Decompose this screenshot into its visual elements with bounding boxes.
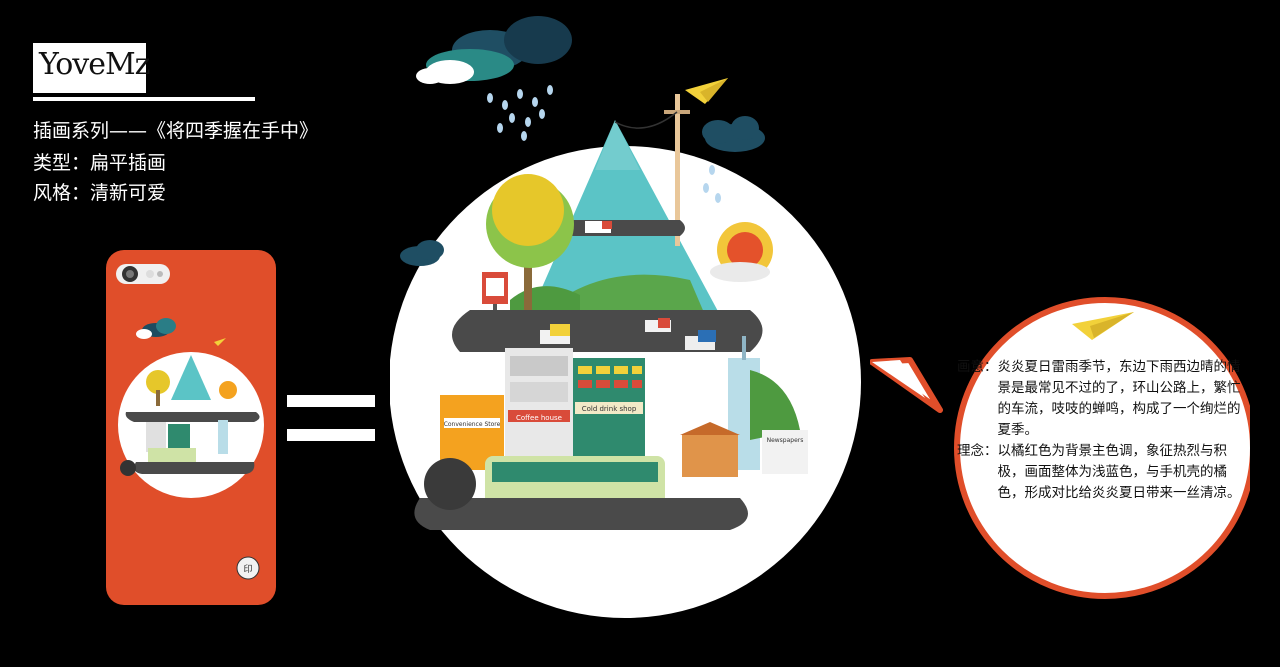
cloud-icon [136,318,176,339]
summer-illustration: Coffee house Cold drink shop Convenience… [390,16,861,618]
brand-logo: YoveMz [33,43,150,93]
camera-icon [116,264,170,284]
brand-logo-text: YoveMz [39,47,150,82]
rain-drops [487,85,553,141]
concept-text: 以橘红色为背景主色调，象征热烈与积极，画面整体为浅蓝色，与手机壳的橘色，形成对比… [997,443,1241,501]
cloud-icon [702,116,765,152]
paper-plane-icon [1072,312,1134,340]
concept-paragraph: 理念： 以橘红色为背景主色调，象征热烈与积极，画面整体为浅蓝色，与手机壳的橘色，… [957,441,1247,504]
style-line: 风格：清新可爱 [33,182,167,204]
type-line: 类型：扁平插画 [33,152,167,174]
series-title: 插画系列——《将四季握在手中》 [33,120,319,142]
description-text: 画意： 炎炎夏日雷雨季节，东边下雨西边晴的情景是最常见不过的了，环山公路上，繁忙… [957,357,1247,504]
phone-case-image: 印 [106,250,276,605]
cold-drink-sign: Cold drink shop [582,405,637,413]
cloud-icon [400,240,444,266]
description-bubble [870,297,1250,599]
newspapers-sign: Newspapers [767,437,804,444]
meaning-text: 炎炎夏日雷雨季节，东边下雨西边晴的情景是最常见不过的了，环山公路上，繁忙的车流，… [997,359,1241,438]
cloud-icon [416,16,572,84]
coffee-sign: Coffee house [516,414,562,422]
concept-label: 理念： [957,443,998,459]
svg-text:印: 印 [243,563,252,575]
header-divider [33,97,255,101]
stamp-icon: 印 [236,556,260,580]
convenience-sign: Convenience Store [444,421,501,428]
meaning-paragraph: 画意： 炎炎夏日雷雨季节，东边下雨西边晴的情景是最常见不过的了，环山公路上，繁忙… [957,357,1247,441]
equals-sign [287,395,375,441]
paper-plane-icon [214,338,226,346]
paper-plane-icon [685,78,728,104]
meaning-label: 画意： [957,359,998,375]
sun-icon [710,222,773,282]
